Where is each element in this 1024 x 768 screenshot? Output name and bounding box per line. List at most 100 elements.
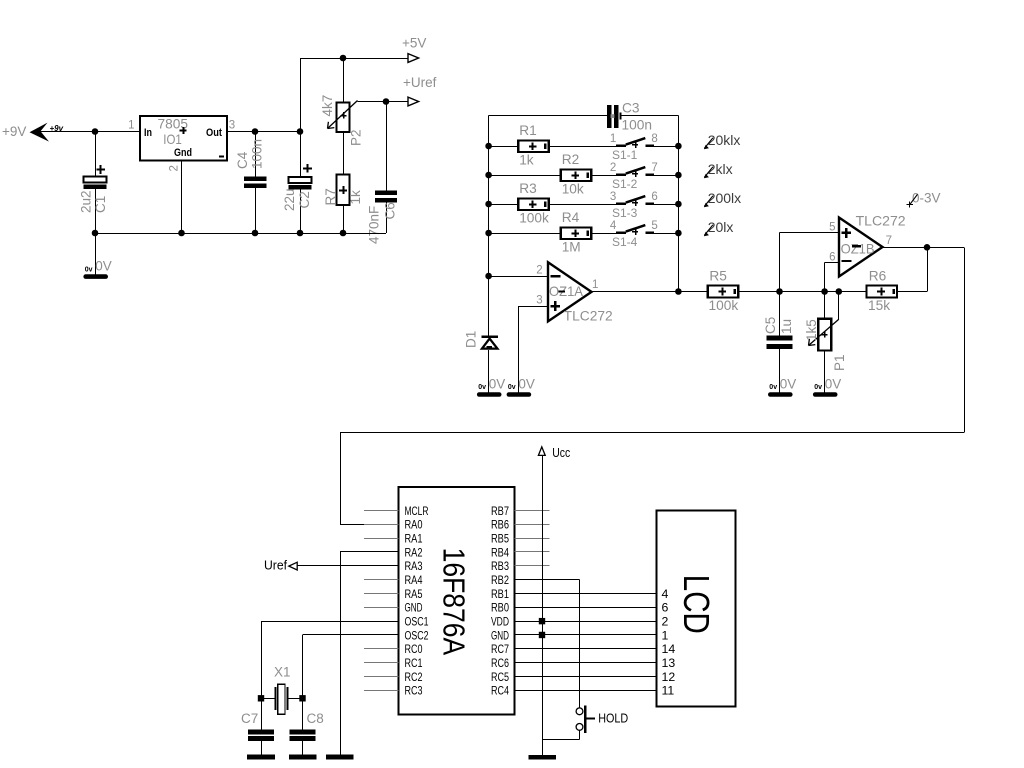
svg-text:1: 1 <box>662 628 669 642</box>
svg-text:7: 7 <box>886 235 892 247</box>
svg-text:1k5: 1k5 <box>804 319 819 341</box>
svg-text:6: 6 <box>662 601 669 615</box>
svg-text:3: 3 <box>229 119 235 131</box>
svg-text:RB1: RB1 <box>491 587 509 601</box>
svg-text:RC7: RC7 <box>491 642 509 656</box>
svg-text:LCD: LCD <box>676 575 716 634</box>
svg-text:MCLR: MCLR <box>405 504 429 518</box>
svg-text:15k: 15k <box>868 298 890 313</box>
svg-text:2: 2 <box>169 165 181 171</box>
svg-text:100n: 100n <box>622 118 652 133</box>
svg-text:1: 1 <box>610 133 616 145</box>
svg-text:2u2: 2u2 <box>79 190 94 213</box>
svg-text:P1: P1 <box>832 354 847 371</box>
svg-text:0-3V: 0-3V <box>912 190 941 205</box>
svg-text:5: 5 <box>829 222 835 234</box>
svg-text:VDD: VDD <box>491 615 509 629</box>
svg-text:2: 2 <box>610 162 616 174</box>
svg-text:1M: 1M <box>562 240 581 255</box>
svg-text:RC1: RC1 <box>405 656 423 670</box>
svg-text:100n: 100n <box>250 139 265 169</box>
svg-text:470nF: 470nF <box>367 206 382 244</box>
svg-text:OZ1B: OZ1B <box>841 241 875 257</box>
svg-text:R1: R1 <box>519 123 537 138</box>
svg-text:R5: R5 <box>709 269 727 284</box>
svg-text:D1: D1 <box>464 331 479 348</box>
svg-text:16F876A: 16F876A <box>436 548 470 656</box>
svg-text:R6: R6 <box>869 269 887 284</box>
svg-text:S1-4: S1-4 <box>612 235 638 249</box>
svg-text:RA5: RA5 <box>405 587 423 601</box>
svg-text:3: 3 <box>536 295 542 307</box>
svg-text:+5V: +5V <box>402 36 426 51</box>
svg-text:6: 6 <box>651 191 657 203</box>
svg-text:1k: 1k <box>519 153 534 168</box>
svg-text:RB2: RB2 <box>491 573 509 587</box>
svg-text:11: 11 <box>662 684 675 698</box>
svg-text:13: 13 <box>662 656 676 670</box>
svg-text:Gnd: Gnd <box>174 147 192 159</box>
svg-text:C6: C6 <box>383 202 398 219</box>
svg-text:S1-3: S1-3 <box>612 206 638 220</box>
svg-text:RC2: RC2 <box>405 670 423 684</box>
svg-text:20lx: 20lx <box>708 219 734 235</box>
svg-text:TLC272: TLC272 <box>564 309 613 324</box>
svg-text:0V: 0V <box>825 377 842 392</box>
svg-text:RA2: RA2 <box>405 545 423 559</box>
svg-text:7805: 7805 <box>158 116 189 131</box>
svg-text:RB4: RB4 <box>491 545 509 559</box>
svg-text:OSC1: OSC1 <box>405 615 429 629</box>
svg-text:RC6: RC6 <box>491 656 509 670</box>
svg-text:R7: R7 <box>323 188 338 205</box>
svg-text:0v: 0v <box>478 384 486 391</box>
svg-text:3: 3 <box>610 191 616 203</box>
svg-text:0v: 0v <box>85 266 93 273</box>
svg-text:6: 6 <box>829 252 835 264</box>
svg-text:RC4: RC4 <box>491 684 509 698</box>
svg-text:RA1: RA1 <box>405 532 423 546</box>
svg-text:TLC272: TLC272 <box>856 214 906 229</box>
svg-text:S1-2: S1-2 <box>612 177 638 191</box>
svg-text:HOLD: HOLD <box>598 712 628 726</box>
svg-text:GND: GND <box>405 601 423 615</box>
svg-text:100k: 100k <box>709 298 739 313</box>
svg-text:X1: X1 <box>274 665 291 680</box>
svg-text:Out: Out <box>206 127 222 139</box>
svg-text:10k: 10k <box>562 182 584 197</box>
svg-text:2: 2 <box>662 614 669 628</box>
svg-text:0V: 0V <box>489 377 506 392</box>
svg-text:C2: C2 <box>297 191 312 208</box>
svg-text:RB7: RB7 <box>491 504 509 518</box>
svg-text:0v: 0v <box>769 384 777 391</box>
svg-text:C1: C1 <box>93 196 108 213</box>
svg-text:RC5: RC5 <box>491 670 509 684</box>
svg-text:OZ1A: OZ1A <box>549 283 584 299</box>
svg-text:0v: 0v <box>814 384 822 391</box>
svg-text:R2: R2 <box>562 152 580 167</box>
svg-text:RB5: RB5 <box>491 532 509 546</box>
svg-text:In: In <box>144 127 152 139</box>
svg-text:Ucc: Ucc <box>552 446 570 460</box>
svg-text:22u: 22u <box>282 188 297 211</box>
svg-text:RC0: RC0 <box>405 642 423 656</box>
svg-text:2klx: 2klx <box>708 161 733 177</box>
svg-text:R3: R3 <box>519 181 537 196</box>
svg-text:OSC2: OSC2 <box>405 628 429 642</box>
svg-text:4: 4 <box>610 220 617 232</box>
svg-text:RA4: RA4 <box>405 573 423 587</box>
svg-text:8: 8 <box>651 133 657 145</box>
svg-text:+Uref: +Uref <box>403 75 437 90</box>
svg-text:C7: C7 <box>241 711 258 726</box>
svg-text:GND: GND <box>491 628 509 642</box>
svg-text:RA3: RA3 <box>405 559 423 573</box>
svg-text:P2: P2 <box>349 129 364 146</box>
svg-text:200lx: 200lx <box>708 190 741 206</box>
svg-text:12: 12 <box>662 670 676 684</box>
svg-text:C8: C8 <box>307 711 324 726</box>
svg-text:Uref: Uref <box>264 558 287 573</box>
svg-text:1: 1 <box>592 279 598 291</box>
svg-text:1k: 1k <box>348 190 363 205</box>
svg-text:7: 7 <box>651 162 657 174</box>
svg-text:+9V: +9V <box>2 124 26 139</box>
svg-text:2: 2 <box>536 264 542 276</box>
